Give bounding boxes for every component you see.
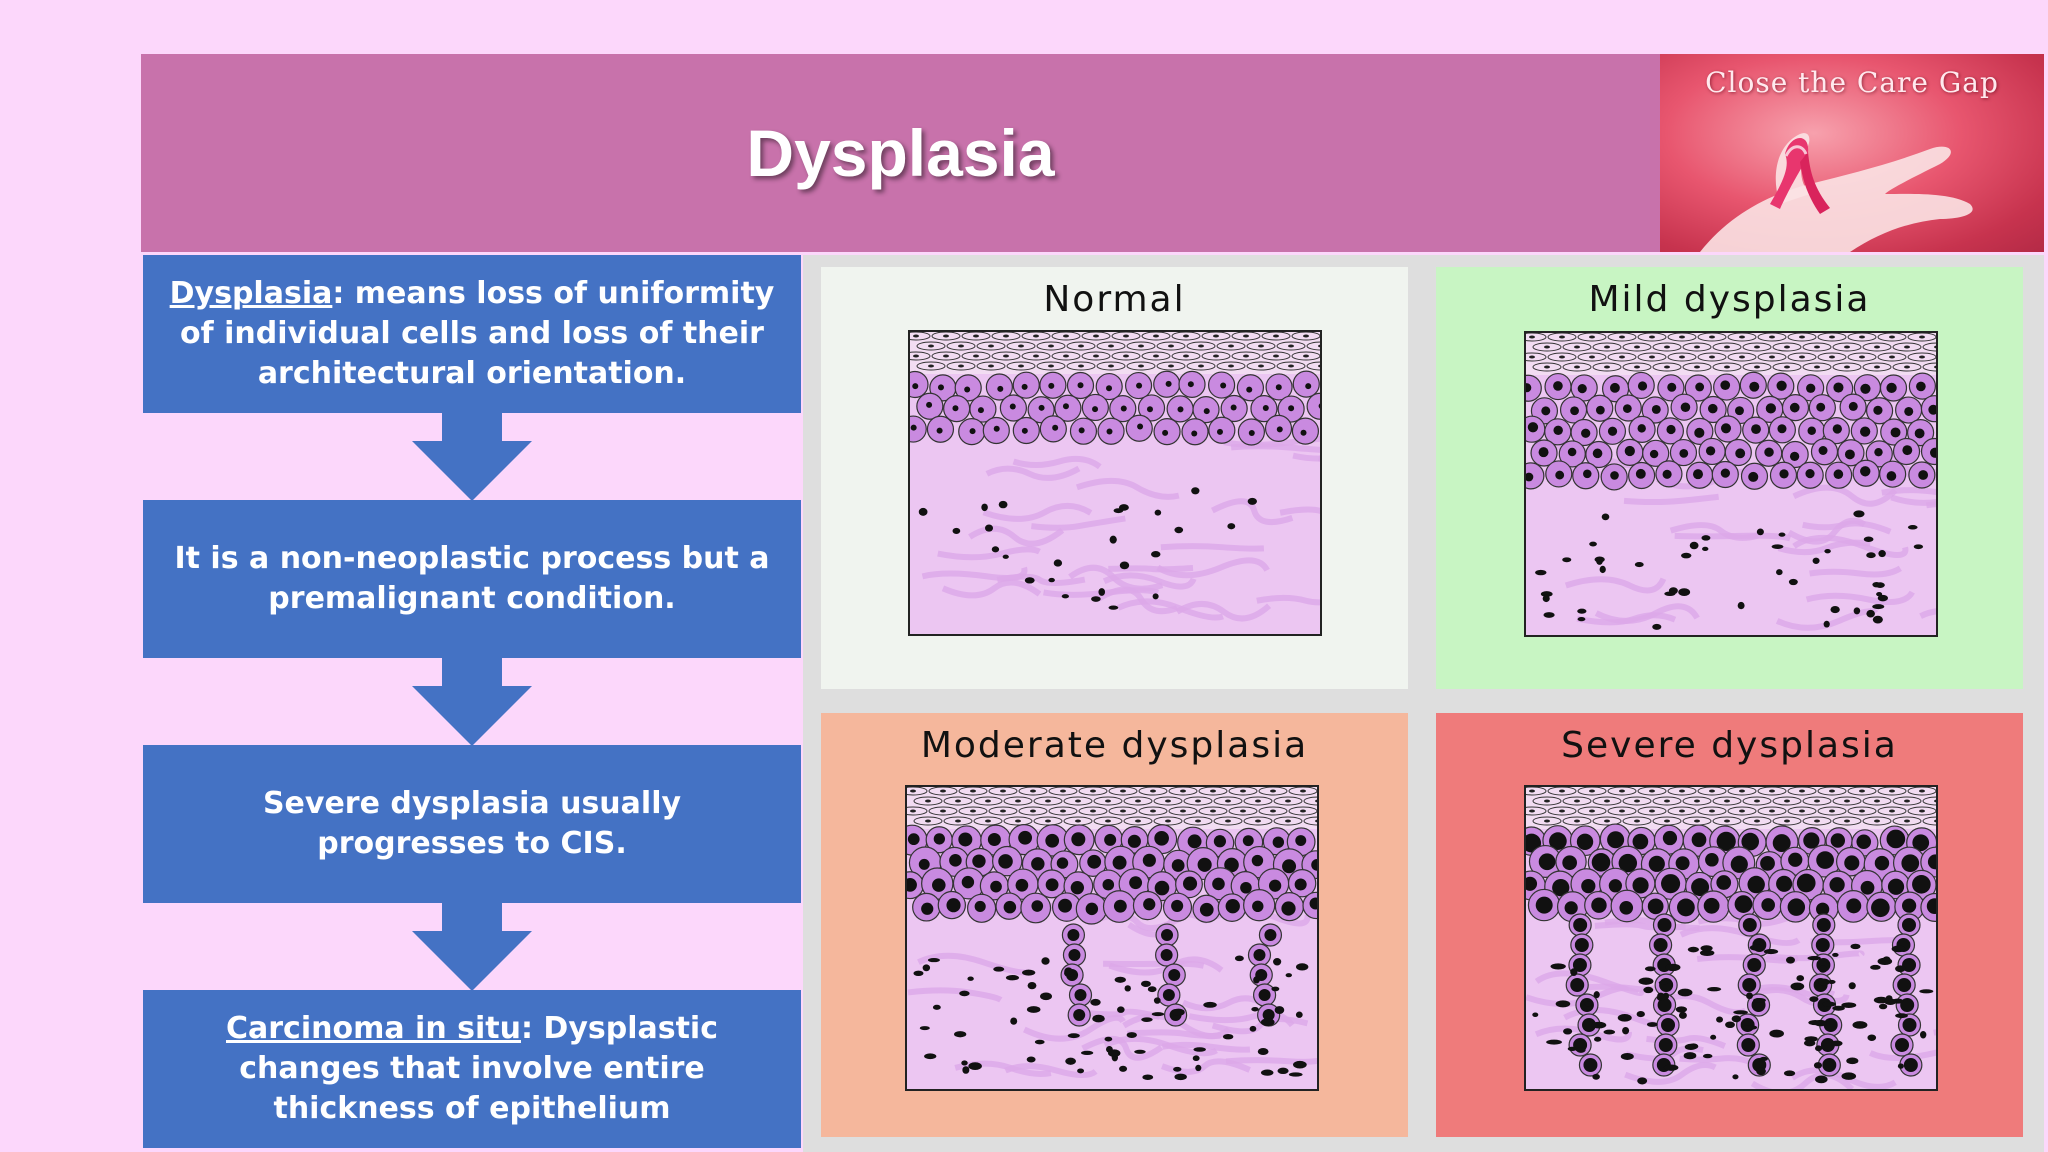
panel-label-mild: Mild dysplasia xyxy=(1588,279,1871,320)
down-arrow-icon xyxy=(412,903,532,991)
flow-box-process: It is a non-neoplastic process but a pre… xyxy=(143,500,801,658)
panel-moderate: Moderate dysplasia xyxy=(821,713,1408,1137)
flow-text-3: Severe dysplasia usually progresses to C… xyxy=(262,786,682,861)
care-gap-logo: Close the Care Gap xyxy=(1660,54,2044,252)
down-arrow-icon xyxy=(412,658,532,746)
panel-severe: Severe dysplasia xyxy=(1436,713,2023,1137)
epithelium-moderate-illustration xyxy=(905,785,1319,1091)
down-arrow-icon xyxy=(412,413,532,501)
panel-label-normal: Normal xyxy=(1043,279,1186,320)
title-bar: Dysplasia xyxy=(141,54,1660,252)
hand-ribbon-icon xyxy=(1700,133,1973,252)
panel-normal: Normal xyxy=(821,267,1408,689)
flow-text-4: Carcinoma in situ: Dysplastic changes th… xyxy=(167,1009,777,1129)
flow-term-1: Dysplasia xyxy=(169,276,333,311)
panel-mild: Mild dysplasia xyxy=(1436,267,2023,689)
epithelium-mild-illustration xyxy=(1524,331,1938,637)
logo-text: Close the Care Gap xyxy=(1705,66,1999,99)
flow-term-4: Carcinoma in situ xyxy=(226,1011,521,1046)
slide-title: Dysplasia xyxy=(746,116,1055,190)
panel-label-severe: Severe dysplasia xyxy=(1561,725,1898,766)
flow-text-2: It is a non-neoplastic process but a pre… xyxy=(174,541,770,616)
flow-box-cis: Carcinoma in situ: Dysplastic changes th… xyxy=(143,990,801,1148)
panel-label-moderate: Moderate dysplasia xyxy=(920,725,1309,766)
epithelium-normal-illustration xyxy=(908,330,1322,636)
flow-box-progression: Severe dysplasia usually progresses to C… xyxy=(143,745,801,903)
flow-body-4: : Dysplastic changes that involve entire… xyxy=(239,1011,718,1126)
epithelium-severe-illustration xyxy=(1524,785,1938,1091)
flow-text-1: Dysplasia: means loss of uniformity of i… xyxy=(167,274,777,394)
flow-body-1: : means loss of uniformity of individual… xyxy=(180,276,775,391)
flow-box-definition: Dysplasia: means loss of uniformity of i… xyxy=(143,255,801,413)
